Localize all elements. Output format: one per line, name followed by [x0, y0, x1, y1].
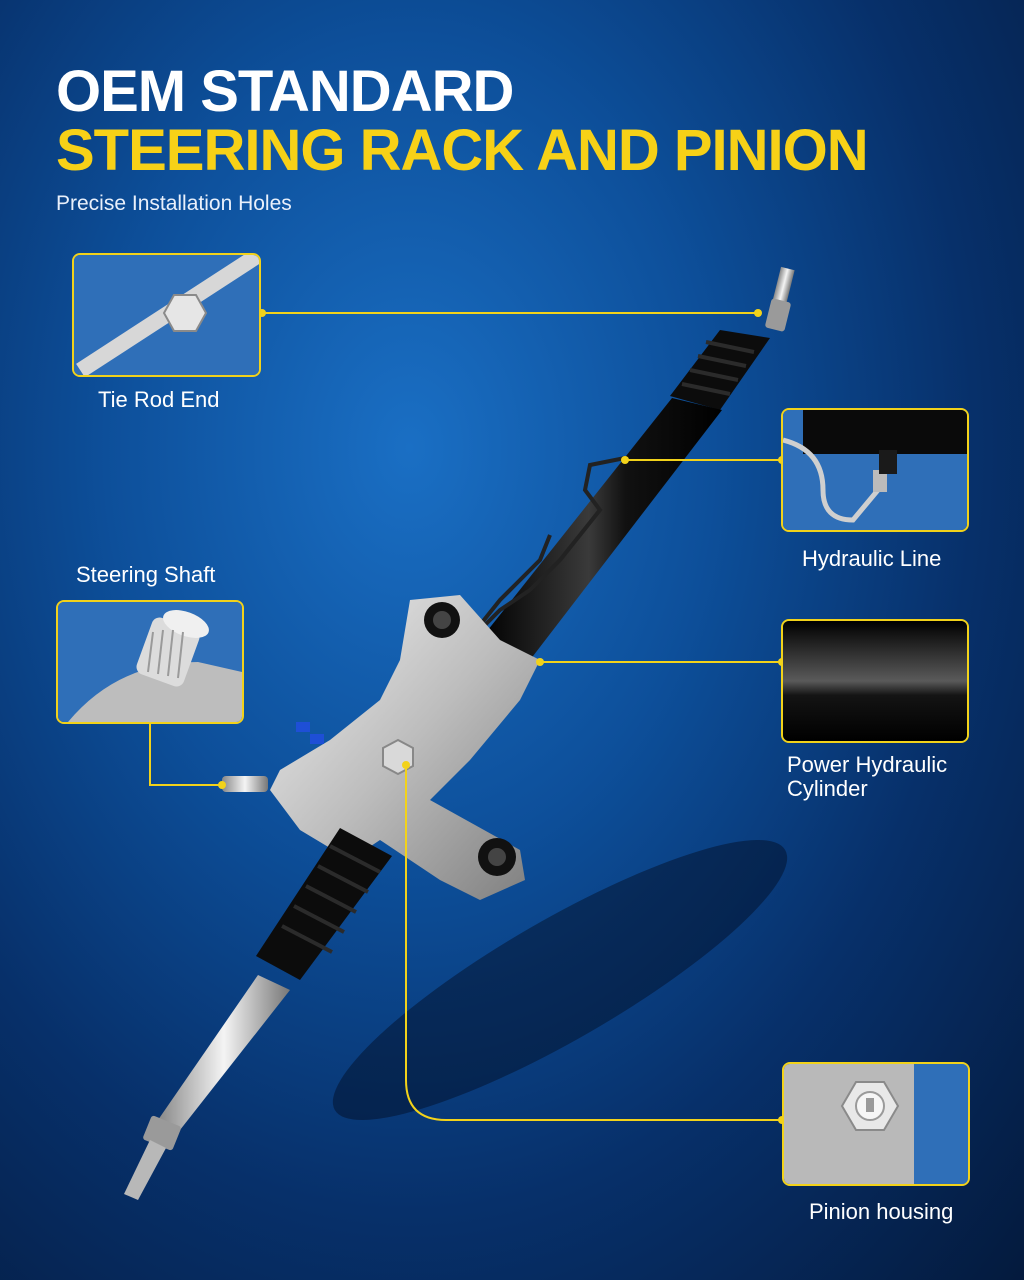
pinion-housing-callout	[782, 1062, 970, 1186]
power-hydraulic-cylinder-callout	[781, 619, 969, 743]
lower-tie-rod	[124, 975, 290, 1200]
product-shadow	[332, 840, 788, 1120]
hydraulic-line-callout	[781, 408, 969, 532]
upper-tie-rod	[765, 266, 795, 332]
splined-shaft-icon	[58, 602, 242, 722]
steering-shaft-input	[222, 776, 268, 792]
hydraulic-line-label: Hydraulic Line	[802, 546, 942, 571]
subtitle: Precise Installation Holes	[56, 192, 292, 215]
steering-shaft-label: Steering Shaft	[76, 562, 216, 587]
power-cylinder-tube	[480, 398, 722, 660]
title-line-1: OEM STANDARD	[56, 59, 514, 124]
pinion-housing-label: Pinion housing	[809, 1199, 954, 1224]
steering-shaft-callout	[56, 600, 244, 724]
leader-lines	[149, 312, 782, 1121]
tie-rod-end-callout	[72, 253, 261, 377]
bent-pipe-fitting-icon	[783, 410, 967, 530]
black-cylinder-tube-icon	[783, 621, 967, 741]
lower-bellows-boot	[256, 828, 392, 980]
title-line-2: STEERING RACK AND PINION	[56, 118, 869, 183]
tie-rod-end-label: Tie Rod End	[98, 387, 220, 412]
power-hydraulic-cylinder-label: Power Hydraulic Cylinder	[787, 752, 948, 801]
threaded-rod-nut-icon	[74, 255, 259, 375]
hex-plug-housing-icon	[784, 1064, 968, 1184]
upper-bellows-boot	[670, 330, 770, 410]
